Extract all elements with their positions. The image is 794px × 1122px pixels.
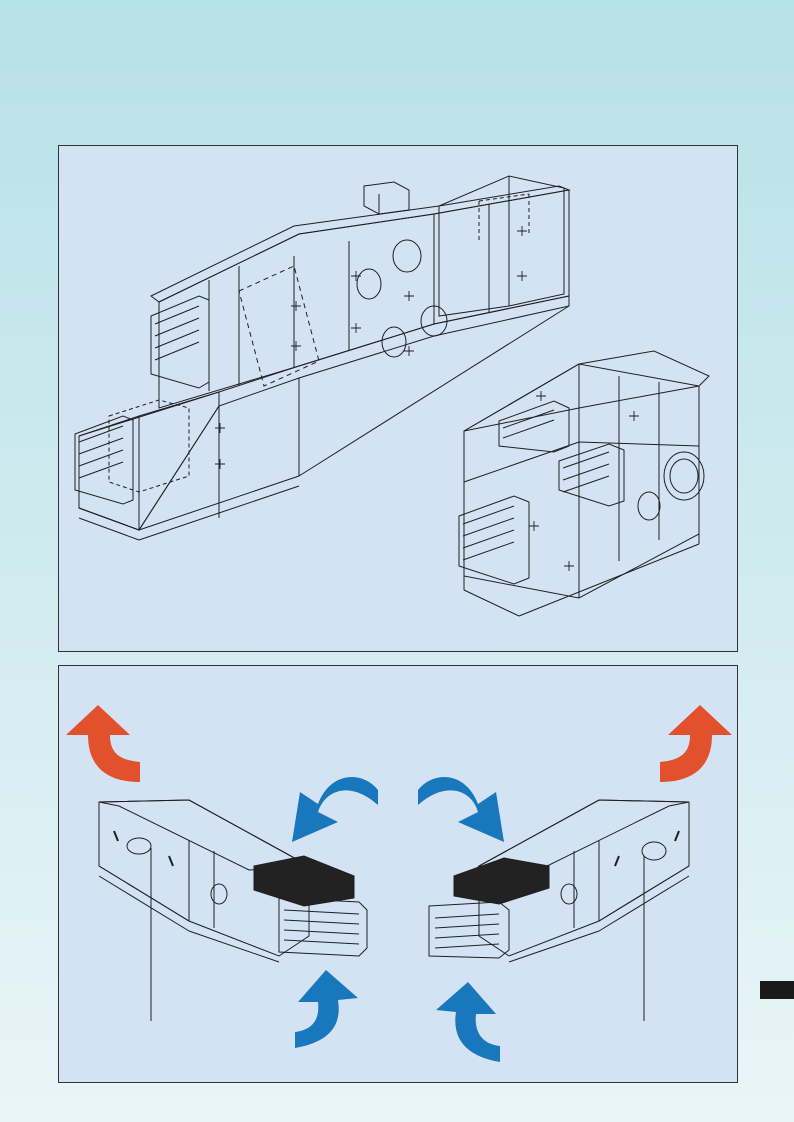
page-edge-tab: [760, 981, 794, 999]
large-stacked-unit: [74, 175, 571, 541]
compact-stacked-unit: [458, 350, 710, 617]
stacked-units-panel: [58, 145, 738, 652]
stacked-units-drawing: [59, 146, 737, 651]
left-horizontal-unit: [98, 799, 368, 1021]
airflow-panel: [58, 665, 738, 1083]
right-horizontal-unit: [428, 799, 690, 1021]
airflow-drawing: [59, 666, 737, 1082]
